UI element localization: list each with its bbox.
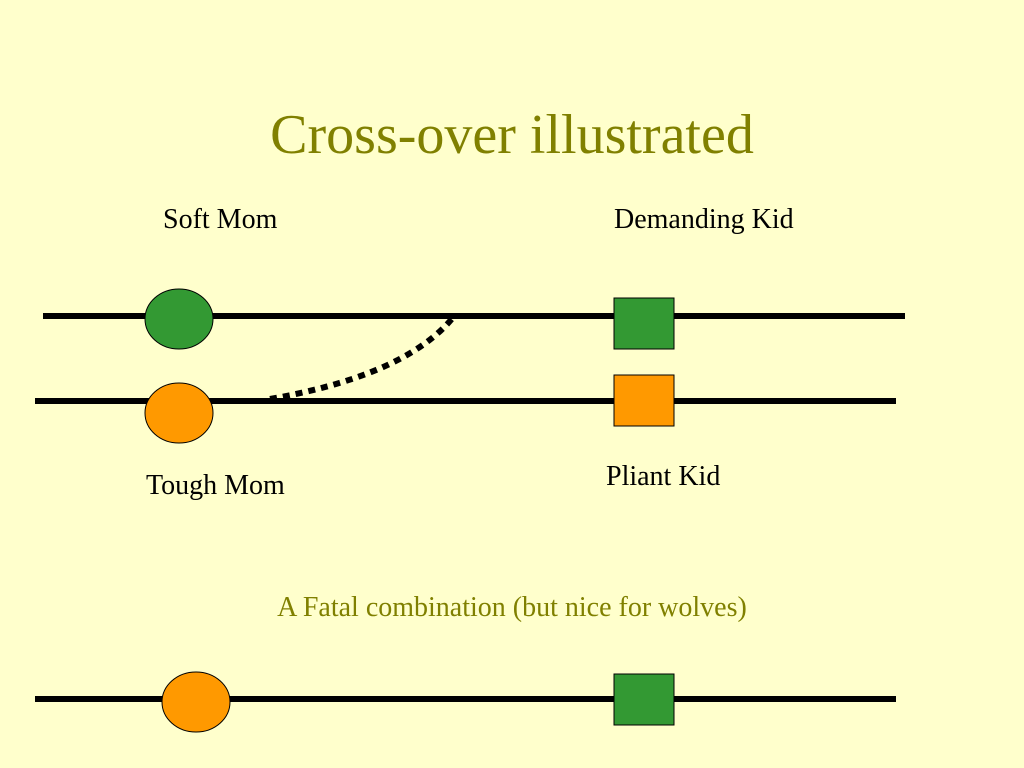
soft-mom-circle (144, 288, 214, 350)
label-tough-mom: Tough Mom (146, 470, 285, 501)
label-soft-mom: Soft Mom (163, 204, 278, 235)
label-demanding-kid: Demanding Kid (614, 204, 794, 235)
label-pliant-kid: Pliant Kid (606, 461, 721, 492)
demanding-kid-square (613, 297, 675, 350)
caption-fatal-combination: A Fatal combination (but nice for wolves… (277, 592, 747, 623)
result-tough-mom-circle (161, 671, 231, 733)
pliant-kid-square (613, 374, 675, 427)
crossover-curve (269, 313, 458, 402)
slide-title: Cross-over illustrated (270, 104, 754, 166)
tough-mom-circle (144, 382, 214, 444)
result-demanding-kid-square (613, 673, 675, 726)
